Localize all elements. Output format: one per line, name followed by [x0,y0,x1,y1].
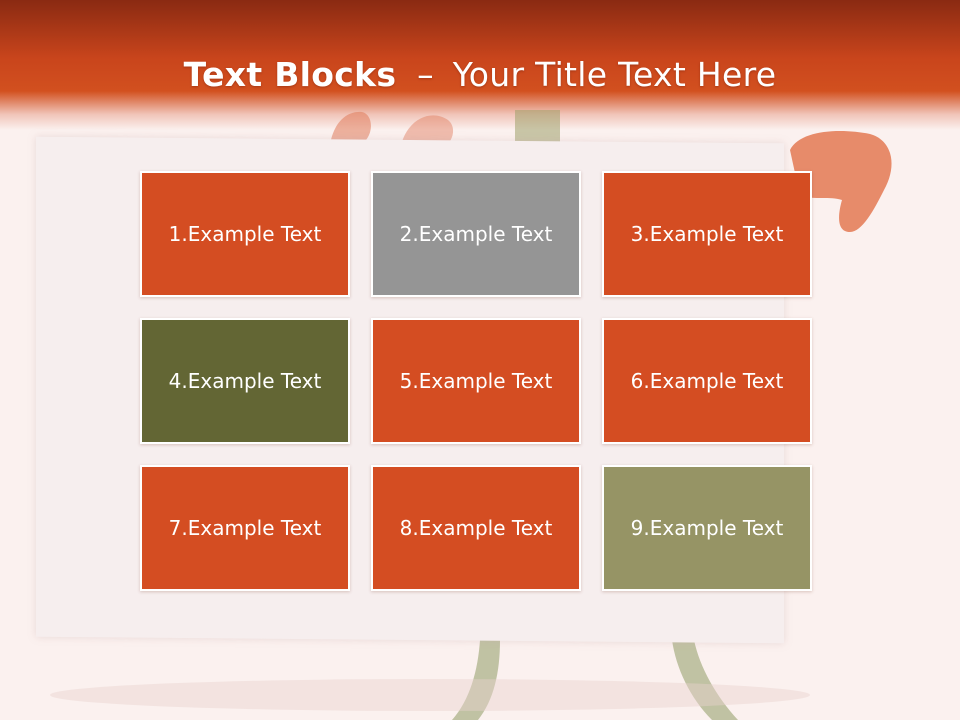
text-block-grid: 1.Example Text 2.Example Text 3.Example … [140,171,813,592]
text-block-2-label: 2.Example Text [399,222,553,246]
text-block-5[interactable]: 5.Example Text [371,318,581,444]
text-block-3-label: 3.Example Text [630,222,784,246]
text-block-9[interactable]: 9.Example Text [602,465,812,591]
text-block-4-label: 4.Example Text [168,369,322,393]
title-rest-text: Your Title Text Here [452,55,777,94]
text-block-8-label: 8.Example Text [399,516,553,540]
text-block-6-label: 6.Example Text [630,369,784,393]
text-block-4[interactable]: 4.Example Text [140,318,350,444]
text-block-6[interactable]: 6.Example Text [602,318,812,444]
text-block-3[interactable]: 3.Example Text [602,171,812,297]
slide-title: Text Blocks – Your Title Text Here [0,52,960,98]
text-block-7-label: 7.Example Text [168,516,322,540]
text-block-9-label: 9.Example Text [630,516,784,540]
text-block-8[interactable]: 8.Example Text [371,465,581,591]
text-block-7[interactable]: 7.Example Text [140,465,350,591]
title-separator: – [417,55,434,94]
text-block-1-label: 1.Example Text [168,222,322,246]
text-block-2[interactable]: 2.Example Text [371,171,581,297]
title-bold-text: Text Blocks [183,55,397,94]
title-bar [0,0,960,130]
text-block-1[interactable]: 1.Example Text [140,171,350,297]
text-block-5-label: 5.Example Text [399,369,553,393]
